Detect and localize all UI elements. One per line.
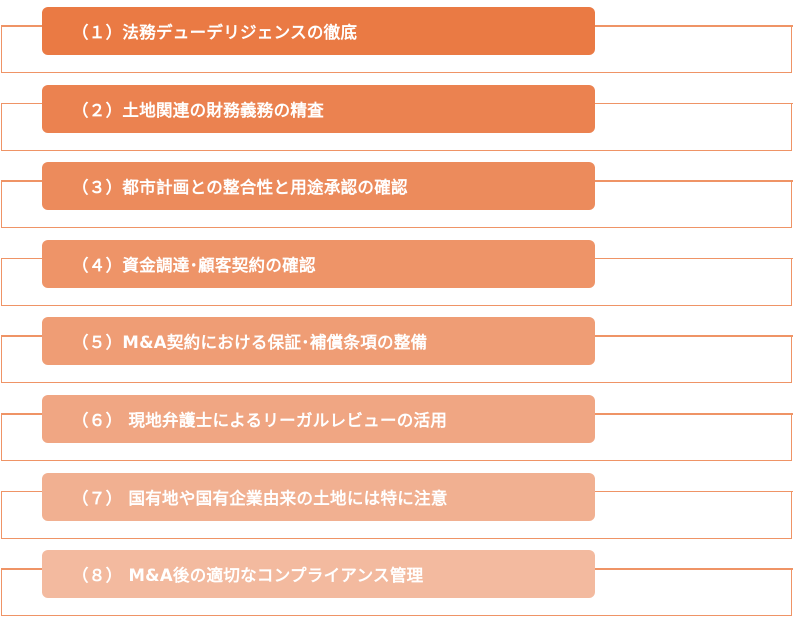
item-label: （３）都市計画との整合性と用途承認の確認 — [72, 178, 408, 198]
item-label: （８） M&A後の適切なコンプライアンス管理 — [72, 566, 424, 586]
checklist-item: （４）資金調達･顧客契約の確認 — [0, 233, 795, 313]
checklist-item: （３）都市計画との整合性と用途承認の確認 — [0, 155, 795, 235]
item-label: （４）資金調達･顧客契約の確認 — [72, 255, 316, 275]
item-frame — [0, 180, 793, 229]
item-frame — [0, 335, 793, 384]
item-label: （７） 国有地や国有企業由来の土地には特に注意 — [72, 488, 448, 508]
item-bar: （６） 現地弁護士によるリーガルレビューの活用 — [42, 395, 595, 443]
item-frame — [0, 568, 793, 617]
checklist-item: （５）M&A契約における保証･補償条項の整備 — [0, 310, 795, 390]
item-label: （１）法務デューデリジェンスの徹底 — [72, 23, 358, 42]
item-frame — [0, 490, 793, 539]
item-bar: （４）資金調達･顧客契約の確認 — [42, 239, 595, 288]
item-frame — [0, 102, 793, 151]
item-bar: （８） M&A後の適切なコンプライアンス管理 — [42, 550, 595, 599]
item-label: （２）土地関連の財務義務の精査 — [72, 100, 324, 120]
checklist-item: （１）法務デューデリジェンスの徹底 — [0, 0, 795, 80]
item-frame — [0, 25, 793, 73]
item-frame — [0, 257, 793, 306]
item-bar: （２）土地関連の財務義務の精査 — [42, 84, 595, 133]
checklist-item: （６） 現地弁護士によるリーガルレビューの活用 — [0, 388, 795, 468]
checklist-item: （８） M&A後の適切なコンプライアンス管理 — [0, 543, 795, 623]
item-frame — [0, 413, 793, 461]
checklist-item: （２）土地関連の財務義務の精査 — [0, 78, 795, 158]
item-bar: （７） 国有地や国有企業由来の土地には特に注意 — [42, 472, 595, 521]
item-bar: （３）都市計画との整合性と用途承認の確認 — [42, 162, 595, 211]
item-bar: （１）法務デューデリジェンスの徹底 — [42, 7, 595, 55]
checklist-item: （７） 国有地や国有企業由来の土地には特に注意 — [0, 466, 795, 546]
item-label: （６） 現地弁護士によるリーガルレビューの活用 — [72, 411, 448, 430]
item-bar: （５）M&A契約における保証･補償条項の整備 — [42, 317, 595, 366]
item-label: （５）M&A契約における保証･補償条項の整備 — [72, 333, 428, 353]
